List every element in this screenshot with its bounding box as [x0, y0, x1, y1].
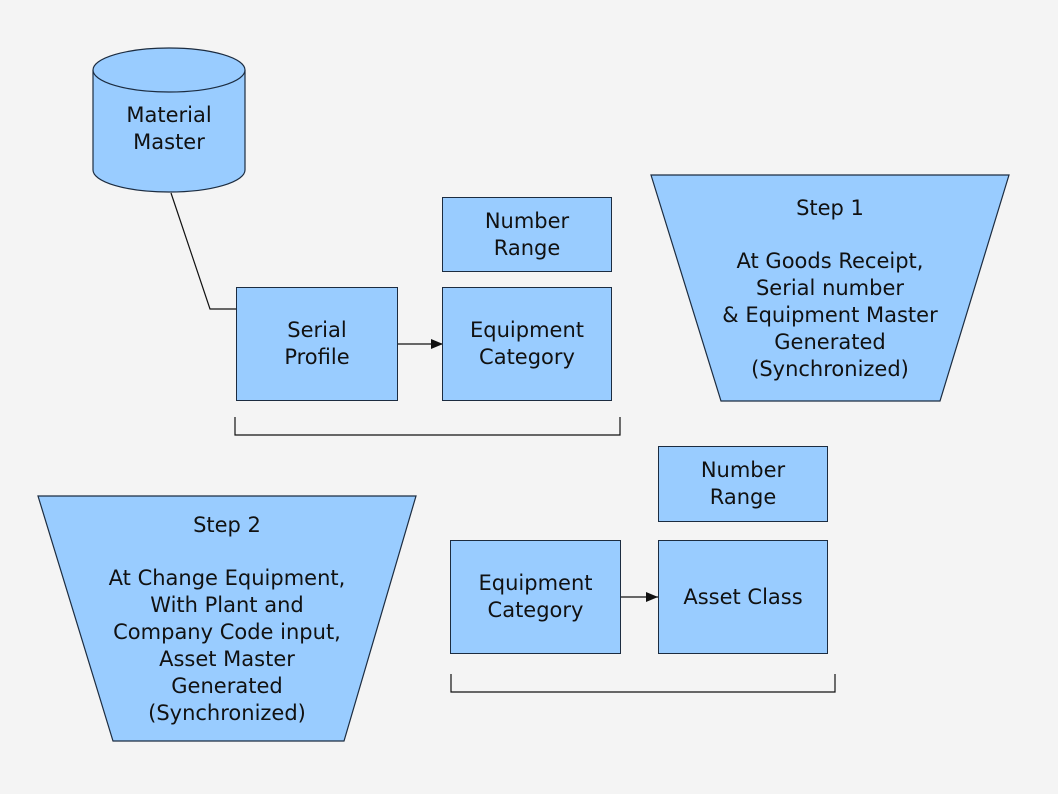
asset-class-label: Asset Class [683, 584, 803, 609]
number-range-label-top: Number Range [484, 208, 570, 260]
equipment-category-box-top: Equipment Category [442, 287, 612, 401]
step2-trapezoid [37, 495, 417, 742]
number-range-box-bottom: Number Range [658, 446, 828, 522]
step2-title: Step 2 [193, 513, 261, 537]
number-range-label-bottom: Number Range [700, 458, 786, 509]
material-master-label: Material Master [126, 103, 212, 154]
asset-class-box: Asset Class [658, 540, 828, 654]
serial-profile-label: Serial Profile [284, 318, 350, 369]
equipment-category-label-bottom: Equipment Category [478, 571, 593, 622]
equipment-category-box-bottom: Equipment Category [450, 540, 621, 654]
step2-description: At Change Equipment, With Plant and Comp… [108, 566, 346, 725]
material-master-cylinder [92, 47, 246, 193]
material-master-connector [170, 192, 236, 310]
bottom-group-bracket [450, 674, 836, 693]
equipment-category-label-top: Equipment Category [470, 318, 584, 369]
step1-title: Step 1 [796, 196, 864, 220]
serial-profile-box: Serial Profile [236, 287, 398, 401]
number-range-box-top: Number Range [442, 197, 612, 272]
step1-description: At Goods Receipt, Serial number & Equipm… [722, 249, 938, 381]
top-group-bracket [234, 417, 621, 436]
step1-trapezoid [650, 174, 1010, 402]
